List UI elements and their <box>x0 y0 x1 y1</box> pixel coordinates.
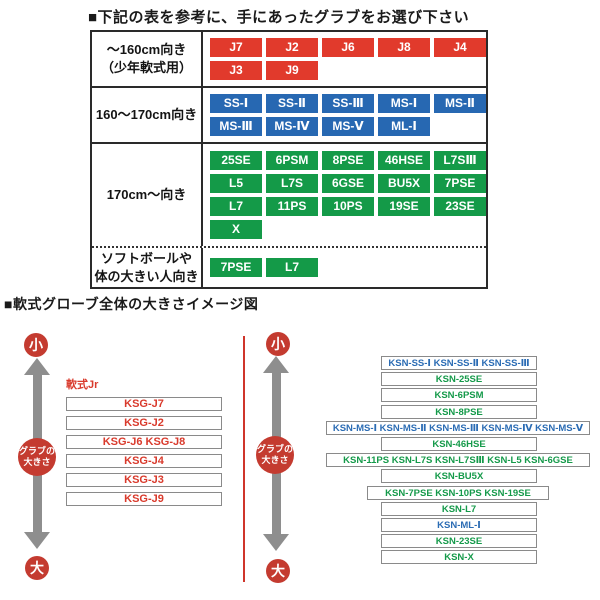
glove-model-badge: L7 <box>210 197 262 216</box>
glove-model-badge: 10PS <box>322 197 374 216</box>
axis-label-line1: グラブの <box>256 443 293 454</box>
glove-model-badge: ML-Ⅰ <box>378 117 430 136</box>
left-large-size-circle: 大 <box>25 556 49 580</box>
glove-model-badge: MS-Ⅳ <box>266 117 318 136</box>
axis-label-line2: 大きさ <box>23 457 51 467</box>
glove-model-badge: SS-Ⅱ <box>266 94 318 113</box>
glove-model-badge: MS-Ⅰ <box>378 94 430 113</box>
model-box: KSN-MS-Ⅰ KSN-MS-Ⅱ KSN-MS-Ⅲ KSN-MS-Ⅳ KSN-… <box>326 421 590 435</box>
axis-label-line1: グラブの <box>18 445 55 456</box>
glove-model-badge: J6 <box>322 38 374 57</box>
model-box: KSN-11PS KSN-L7S KSN-L7SⅢ KSN-L5 KSN-6GS… <box>326 453 590 467</box>
table-section-heading: ■下記の表を参考に、手にあったグラブをお選び下さい <box>88 9 470 26</box>
model-box: KSG-J3 <box>66 473 222 487</box>
glove-model-badge: L5 <box>210 174 262 193</box>
left-arrow-down-icon <box>24 532 50 549</box>
right-arrow-down-icon <box>263 534 289 551</box>
model-box: KSN-X <box>381 550 537 564</box>
glove-model-badge: L7S <box>266 174 318 193</box>
glove-model-badge: 7PSE <box>210 258 262 278</box>
glove-model-badge: 6GSE <box>322 174 374 193</box>
left-glove-size-axis-circle: グラブの 大きさ <box>18 438 56 476</box>
glove-model-badge: 19SE <box>378 197 430 216</box>
model-box: KSG-J6 KSG-J8 <box>66 435 222 449</box>
right-glove-size-axis-circle: グラブの 大きさ <box>256 436 294 474</box>
axis-label-line2: 大きさ <box>261 455 289 465</box>
model-box: KSN-L7 <box>381 502 537 516</box>
model-box: KSN-25SE <box>381 372 537 386</box>
row-label: 〜160cm向き（少年軟式用） <box>92 32 203 86</box>
model-box: KSG-J2 <box>66 416 222 430</box>
glove-model-badge: X <box>210 220 262 239</box>
glove-model-badge: J9 <box>266 61 318 80</box>
glove-model-badge: J2 <box>266 38 318 57</box>
glove-model-badge: MS-Ⅱ <box>434 94 486 113</box>
row-label: 160〜170cm向き <box>92 88 203 142</box>
model-box: KSN-SS-Ⅰ KSN-SS-Ⅱ KSN-SS-Ⅲ <box>381 356 537 370</box>
glove-model-badge: 7PSE <box>434 174 486 193</box>
model-box: KSN-ML-Ⅰ <box>381 518 537 532</box>
glove-model-badge: J4 <box>434 38 486 57</box>
right-small-size-circle: 小 <box>266 332 290 356</box>
model-box: KSG-J7 <box>66 397 222 411</box>
glove-model-badge: 23SE <box>434 197 486 216</box>
glove-model-badge: 6PSM <box>266 151 318 170</box>
glove-model-badge: J8 <box>378 38 430 57</box>
model-box: KSN-23SE <box>381 534 537 548</box>
glove-model-badge: BU5X <box>378 174 430 193</box>
glove-model-badge: 46HSE <box>378 151 430 170</box>
model-box: KSN-46HSE <box>381 437 537 451</box>
model-box: KSG-J9 <box>66 492 222 506</box>
row-label: 170cm〜向き <box>92 144 203 246</box>
left-arrow-up-icon <box>24 358 50 375</box>
right-arrow-up-icon <box>263 356 289 373</box>
glove-model-badge: 11PS <box>266 197 318 216</box>
row-label: ソフトボールや体の大きい人向き <box>92 248 203 288</box>
diagram-divider-line <box>243 336 245 582</box>
model-box: KSN-BU5X <box>381 469 537 483</box>
model-box: KSN-7PSE KSN-10PS KSN-19SE <box>367 486 549 500</box>
glove-model-badge: MS-Ⅲ <box>210 117 262 136</box>
glove-model-badge: L7SⅢ <box>434 151 486 170</box>
model-box: KSN-6PSM <box>381 388 537 402</box>
model-box: KSG-J4 <box>66 454 222 468</box>
glove-model-badge: SS-Ⅲ <box>322 94 374 113</box>
glove-model-badge: SS-Ⅰ <box>210 94 262 113</box>
glove-model-badge: J3 <box>210 61 262 80</box>
glove-model-badge: MS-Ⅴ <box>322 117 374 136</box>
junior-series-label: 軟式Jr <box>66 379 99 391</box>
model-box: KSN-8PSE <box>381 405 537 419</box>
right-large-size-circle: 大 <box>266 559 290 583</box>
glove-model-badge: L7 <box>266 258 318 278</box>
glove-model-badge: 8PSE <box>322 151 374 170</box>
left-small-size-circle: 小 <box>24 333 48 357</box>
glove-model-badge: J7 <box>210 38 262 57</box>
glove-model-badge: 25SE <box>210 151 262 170</box>
diagram-section-heading: ■軟式グローブ全体の大きさイメージ図 <box>4 296 259 312</box>
